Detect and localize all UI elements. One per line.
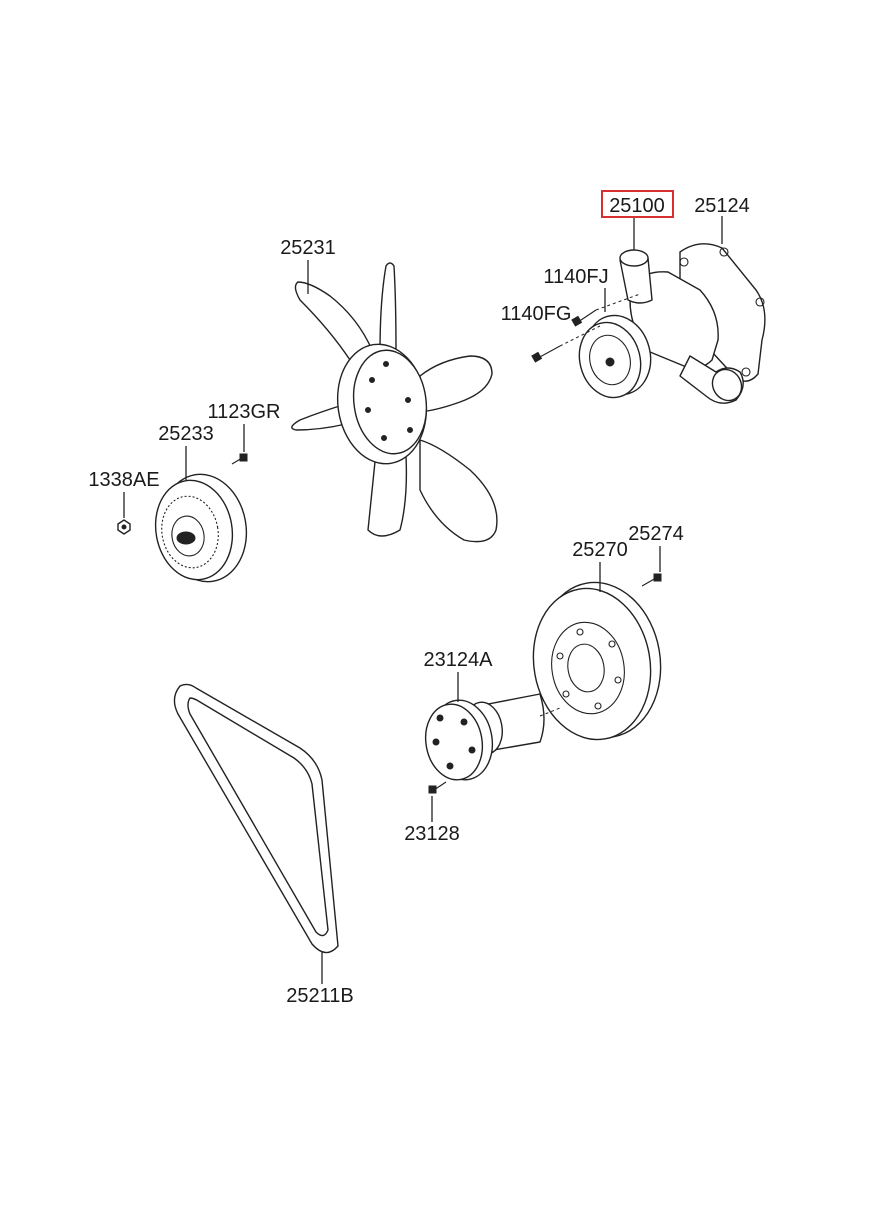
clutch-center-ring xyxy=(171,515,205,557)
pump-pulley-hub xyxy=(589,334,631,386)
crankshaft-pulley-hub[interactable] xyxy=(420,693,545,785)
fan-hub-hole xyxy=(407,427,413,433)
label-25124[interactable]: 25124 xyxy=(694,195,750,217)
pump-outlet-opening xyxy=(711,368,743,402)
label-25231[interactable]: 25231 xyxy=(280,237,336,259)
fan-blade xyxy=(419,439,498,543)
fan-hub-hole xyxy=(365,407,371,413)
label-25274[interactable]: 25274 xyxy=(628,523,684,545)
bolt-23128[interactable] xyxy=(428,781,447,794)
damper-hole xyxy=(608,640,616,648)
label-25211B[interactable]: 25211B xyxy=(286,985,353,1007)
fan-hub-hole xyxy=(381,435,387,441)
damper-center xyxy=(567,643,605,693)
pump-inlet-pipe xyxy=(619,257,653,304)
bolt-1123GR[interactable] xyxy=(231,453,248,465)
clutch-fins xyxy=(161,495,219,569)
gasket-hole xyxy=(755,297,765,307)
fan-blade xyxy=(291,403,347,431)
damper-hole xyxy=(576,628,584,636)
damper-hole xyxy=(556,652,564,660)
fan-blade xyxy=(379,262,397,353)
bolt-1140FJ[interactable] xyxy=(571,309,597,327)
fan-blade xyxy=(419,355,493,413)
hub-flange-front xyxy=(424,703,484,781)
fan-blade xyxy=(367,451,408,537)
hub-hole xyxy=(432,738,440,746)
label-23124A[interactable]: 23124A xyxy=(424,649,494,671)
pump-inlet-opening xyxy=(619,249,649,267)
water-pump-assembly[interactable] xyxy=(571,243,766,406)
hub-hole xyxy=(446,762,454,770)
clutch-center xyxy=(176,531,196,545)
fan-blade xyxy=(294,281,373,361)
label-1140FG[interactable]: 1140FG xyxy=(501,303,572,325)
gasket-hole xyxy=(719,247,729,257)
belt-inner xyxy=(187,697,329,937)
label-1338AE[interactable]: 1338AE xyxy=(88,469,159,491)
label-1140FJ[interactable]: 1140FJ xyxy=(543,266,608,288)
cooling-fan[interactable] xyxy=(291,262,498,543)
bolt-guide-line xyxy=(559,325,601,347)
hub-hole xyxy=(436,714,444,722)
damper-bolt-circle xyxy=(551,621,625,715)
crankshaft-damper-pulley[interactable] xyxy=(522,573,673,749)
damper-hole xyxy=(594,702,602,710)
label-25270[interactable]: 25270 xyxy=(572,539,628,561)
drive-belt[interactable] xyxy=(173,683,339,954)
label-25100[interactable]: 25100 xyxy=(609,195,665,217)
bolt-guide-line xyxy=(595,293,641,311)
damper-front xyxy=(532,587,652,741)
fan-hub-hole xyxy=(383,361,389,367)
damper-hole xyxy=(562,690,570,698)
hub-hole xyxy=(468,746,476,754)
fan-hub-hole xyxy=(369,377,375,383)
fan-hub-hole xyxy=(405,397,411,403)
fan-clutch[interactable] xyxy=(148,468,255,589)
label-23128[interactable]: 23128 xyxy=(404,823,460,845)
hub-hole xyxy=(460,718,468,726)
damper-hole xyxy=(614,676,622,684)
selected-part-highlight xyxy=(601,190,674,218)
bolt-1140FG[interactable] xyxy=(531,345,561,363)
label-25233[interactable]: 25233 xyxy=(158,423,214,445)
pump-shaft xyxy=(605,357,615,367)
bolt-25274[interactable] xyxy=(641,573,662,587)
gasket-hole xyxy=(679,257,689,267)
gasket-hole xyxy=(741,367,751,377)
label-1123GR[interactable]: 1123GR xyxy=(207,401,280,423)
nut-1338AE[interactable] xyxy=(117,519,131,535)
